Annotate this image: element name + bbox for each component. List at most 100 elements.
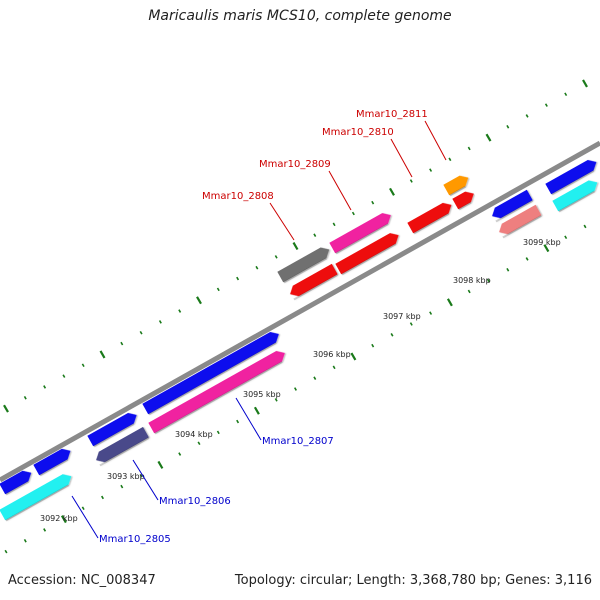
minor-tick bbox=[429, 168, 433, 172]
gene-feature bbox=[492, 189, 533, 223]
kbp-label: 3096 kbp bbox=[313, 350, 351, 359]
minor-tick bbox=[564, 92, 568, 97]
gene-feature bbox=[499, 204, 542, 239]
gene-feature bbox=[0, 470, 32, 496]
label-leader-line bbox=[328, 170, 352, 211]
major-tick bbox=[157, 460, 164, 469]
minor-tick bbox=[255, 265, 259, 270]
minor-tick bbox=[23, 539, 27, 543]
minor-tick bbox=[274, 398, 278, 402]
label-leader-line bbox=[132, 459, 159, 501]
major-tick bbox=[389, 187, 395, 196]
gene-label: Mmar10_2810 bbox=[322, 127, 394, 138]
minor-tick bbox=[564, 235, 568, 240]
genome-summary-text: Topology: circular; Length: 3,368,780 bp… bbox=[234, 573, 592, 588]
minor-tick bbox=[467, 289, 471, 294]
minor-tick bbox=[4, 549, 8, 554]
gene-feature bbox=[33, 448, 71, 477]
major-tick bbox=[446, 298, 453, 307]
gene-feature bbox=[148, 350, 285, 435]
minor-tick bbox=[506, 268, 510, 272]
minor-tick bbox=[506, 125, 510, 129]
minor-tick bbox=[583, 224, 587, 229]
minor-tick bbox=[120, 341, 124, 346]
minor-tick bbox=[371, 343, 375, 348]
major-tick bbox=[3, 404, 9, 413]
gene-labels: Mmar10_2808Mmar10_2809Mmar10_2810Mmar10_… bbox=[99, 109, 428, 545]
minor-tick bbox=[236, 419, 240, 424]
minor-tick bbox=[371, 200, 375, 205]
minor-tick bbox=[23, 396, 27, 400]
minor-tick bbox=[43, 385, 47, 389]
minor-tick bbox=[544, 103, 548, 107]
minor-tick bbox=[178, 309, 182, 313]
minor-tick bbox=[178, 452, 182, 456]
gene-feature bbox=[87, 412, 137, 448]
major-tick bbox=[253, 406, 260, 415]
gene-features bbox=[0, 159, 598, 522]
gene-feature bbox=[0, 474, 72, 522]
major-tick bbox=[196, 296, 202, 305]
minor-tick bbox=[139, 473, 143, 478]
kbp-labels: 3092 kbp 3093 kbp 3094 kbp 3095 kbp 3096 kbp… bbox=[40, 238, 561, 523]
minor-tick bbox=[429, 311, 433, 315]
minor-tick bbox=[487, 278, 490, 283]
major-tick bbox=[543, 244, 550, 253]
label-leader-lines bbox=[71, 120, 447, 539]
minor-tick bbox=[81, 363, 85, 368]
gene-feature bbox=[443, 175, 469, 197]
accession-text: Accession: NC_008347 bbox=[8, 573, 156, 588]
major-tick bbox=[350, 352, 357, 361]
gene-feature bbox=[329, 213, 391, 255]
minor-tick bbox=[294, 387, 297, 391]
gene-label: Mmar10_2808 bbox=[202, 191, 274, 202]
genome-backbone bbox=[0, 140, 600, 483]
kbp-label: 3094 kbp bbox=[175, 430, 213, 439]
gene-feature bbox=[277, 247, 330, 284]
minor-tick bbox=[313, 376, 317, 380]
gene-label: Mmar10_2806 bbox=[159, 496, 231, 507]
major-tick bbox=[99, 350, 106, 359]
gene-label: Mmar10_2811 bbox=[356, 109, 428, 120]
kbp-label: 3095 kbp bbox=[243, 390, 281, 399]
minor-tick bbox=[390, 333, 394, 337]
minor-tick bbox=[313, 233, 317, 237]
tick-marks bbox=[3, 79, 588, 554]
label-leader-line bbox=[424, 120, 447, 161]
minor-tick bbox=[216, 287, 220, 292]
gene-feature bbox=[545, 159, 597, 196]
label-leader-line bbox=[235, 397, 262, 441]
minor-tick bbox=[525, 114, 529, 118]
minor-tick bbox=[101, 495, 104, 500]
major-tick bbox=[60, 515, 67, 524]
minor-tick bbox=[351, 211, 355, 216]
gene-label: Mmar10_2809 bbox=[259, 159, 331, 170]
kbp-label: 3098 kbp bbox=[453, 276, 491, 285]
minor-tick bbox=[332, 365, 336, 370]
major-tick bbox=[485, 133, 492, 142]
kbp-label: 3099 kbp bbox=[523, 238, 561, 247]
kbp-label: 3093 kbp bbox=[107, 472, 145, 481]
minor-tick bbox=[332, 222, 336, 227]
minor-tick bbox=[216, 430, 220, 435]
gene-feature bbox=[335, 233, 399, 276]
page-title: Maricaulis maris MCS10, complete genome bbox=[148, 8, 452, 24]
gene-feature bbox=[142, 331, 279, 416]
gene-label: Mmar10_2807 bbox=[262, 436, 334, 447]
minor-tick bbox=[43, 528, 47, 532]
gene-feature bbox=[290, 263, 338, 301]
minor-tick bbox=[139, 330, 143, 335]
kbp-label: 3092 kbp bbox=[40, 514, 78, 523]
minor-tick bbox=[236, 276, 240, 281]
label-leader-line bbox=[71, 495, 99, 539]
gene-label: Mmar10_2805 bbox=[99, 534, 171, 545]
label-leader-line bbox=[269, 202, 295, 241]
major-tick bbox=[582, 79, 588, 88]
minor-tick bbox=[120, 484, 124, 489]
minor-tick bbox=[448, 157, 452, 162]
major-tick bbox=[292, 242, 299, 251]
gene-feature bbox=[452, 191, 474, 211]
minor-tick bbox=[62, 374, 66, 378]
kbp-label: 3097 kbp bbox=[383, 312, 421, 321]
